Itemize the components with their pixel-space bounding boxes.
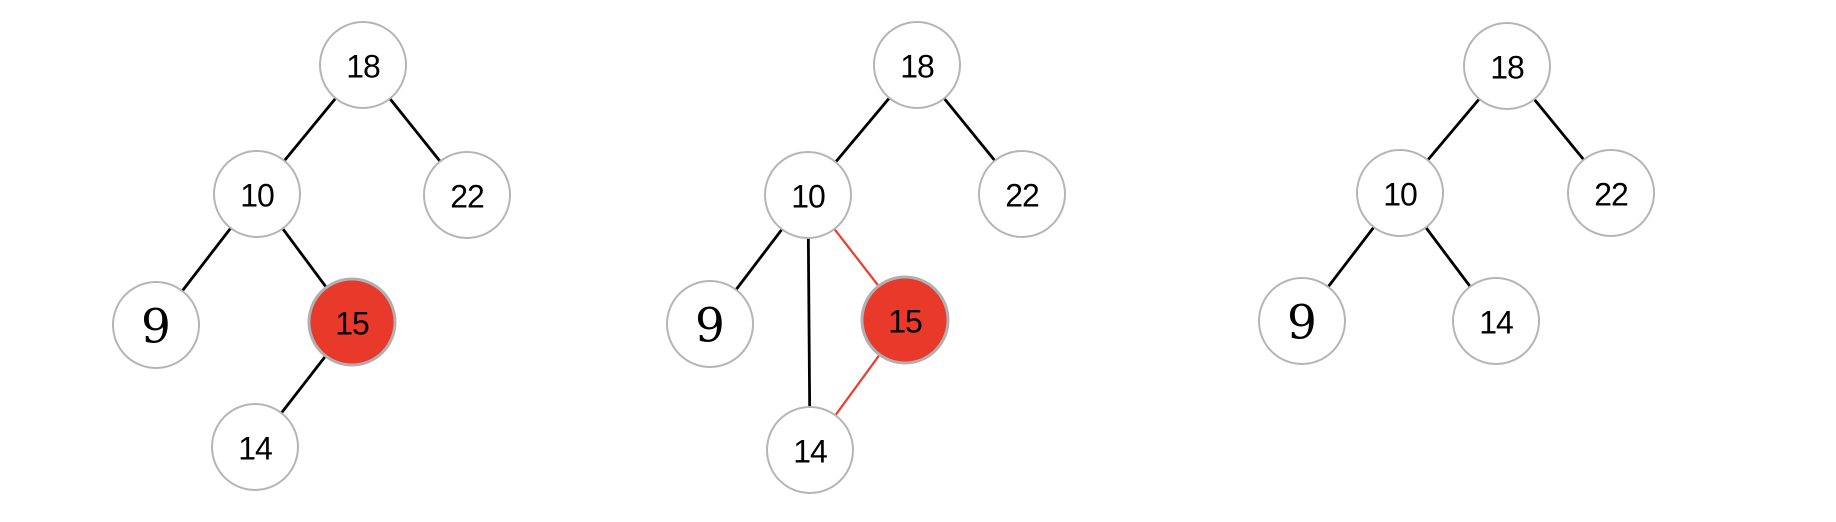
node-10: [764, 151, 852, 239]
node-9: [666, 280, 754, 368]
node-label-18: 18: [1490, 49, 1524, 85]
node-label-15: 15: [335, 305, 369, 341]
node-label-22: 22: [1005, 177, 1039, 213]
node-label-9: 9: [695, 298, 725, 353]
bst-relink-step: 18 10 22 9 15 14: [666, 21, 1066, 494]
node-18: [319, 21, 407, 109]
node-label-10: 10: [240, 177, 274, 213]
node-label-14: 14: [238, 430, 272, 466]
node-14: [766, 406, 854, 494]
node-22: [978, 150, 1066, 238]
node-18: [873, 21, 961, 109]
bst-after-deletion: 18 10 22 9 14: [1258, 22, 1655, 365]
node-label-22: 22: [1594, 176, 1628, 212]
node-label-10: 10: [791, 178, 825, 214]
node-label-18: 18: [900, 48, 934, 84]
node-9: [1258, 277, 1346, 365]
node-label-14: 14: [1479, 304, 1513, 340]
node-label-14: 14: [793, 433, 827, 469]
node-15-highlighted: [860, 275, 950, 365]
node-label-10: 10: [1383, 176, 1417, 212]
node-label-22: 22: [450, 178, 484, 214]
node-18: [1463, 22, 1551, 110]
node-label-18: 18: [346, 48, 380, 84]
node-label-15: 15: [888, 303, 922, 339]
node-15-highlighted: [307, 277, 397, 367]
node-10: [213, 150, 301, 238]
node-22: [1567, 149, 1655, 237]
node-22: [423, 151, 511, 239]
node-9: [112, 281, 200, 369]
node-10: [1356, 149, 1444, 237]
node-14: [1452, 277, 1540, 365]
node-label-9: 9: [1287, 295, 1317, 350]
bst-before-deletion: 18 10 22 9 15 14: [112, 21, 511, 491]
node-14: [211, 403, 299, 491]
node-label-9: 9: [141, 299, 171, 354]
